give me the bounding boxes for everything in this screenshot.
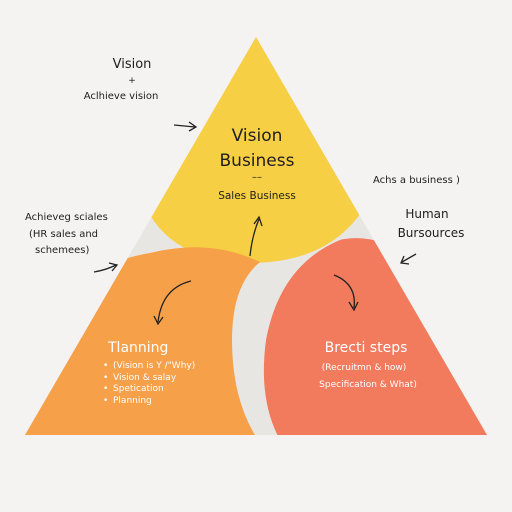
steps-line-2: Specification & What): [319, 380, 417, 390]
arrow-curve-left: [157, 280, 192, 323]
arrow-curve-left-head: [153, 315, 164, 326]
steps-title: Brecti steps: [324, 340, 408, 356]
arrow-to-vision: [173, 124, 196, 128]
arrow-to-planning-head: [108, 262, 119, 272]
planning-list-item: (Vision is Y /"Why): [103, 361, 195, 373]
planning-list-item: Planning: [103, 396, 195, 408]
annotation-resources: Bursources: [397, 226, 465, 240]
annotation-achieve-scales: Achieveg sciales: [25, 212, 108, 223]
annotation-vision: Vision: [112, 57, 152, 72]
arrow-to-steps-head: [400, 255, 410, 265]
title-separator: ––: [252, 172, 262, 183]
annotation-schemes: schemees): [35, 245, 90, 256]
arrow-to-vision-head: [188, 121, 198, 132]
vision-title: Vision: [231, 126, 283, 146]
planning-title: Tlanning: [108, 340, 169, 356]
annotation-achieve-business: Achs a business ): [373, 175, 460, 186]
annotation-human: Human: [405, 207, 449, 221]
annotation-achieve-vision: Aclhieve vision: [83, 91, 159, 102]
planning-list-item: Vision & salay: [103, 373, 195, 385]
annotation-plus: +: [128, 76, 136, 86]
arrow-up-to-vision: [249, 218, 260, 257]
arrow-curve-right-head: [348, 301, 359, 312]
arrow-to-planning: [93, 264, 117, 273]
arrow-to-steps: [401, 253, 417, 263]
business-title: Business: [219, 151, 295, 171]
annotation-hr-sales: (HR sales and: [29, 229, 99, 240]
steps-line-1: (Recruitmn & how): [321, 363, 407, 373]
arrow-up-to-vision-head: [253, 215, 263, 227]
sales-business-subtitle: Sales Business: [218, 190, 296, 202]
planning-list-item: Spetication: [103, 384, 195, 396]
arrow-curve-right: [333, 274, 355, 309]
planning-list: (Vision is Y /"Why)Vision & salaySpetica…: [103, 361, 195, 408]
vision-section: [150, 37, 366, 263]
